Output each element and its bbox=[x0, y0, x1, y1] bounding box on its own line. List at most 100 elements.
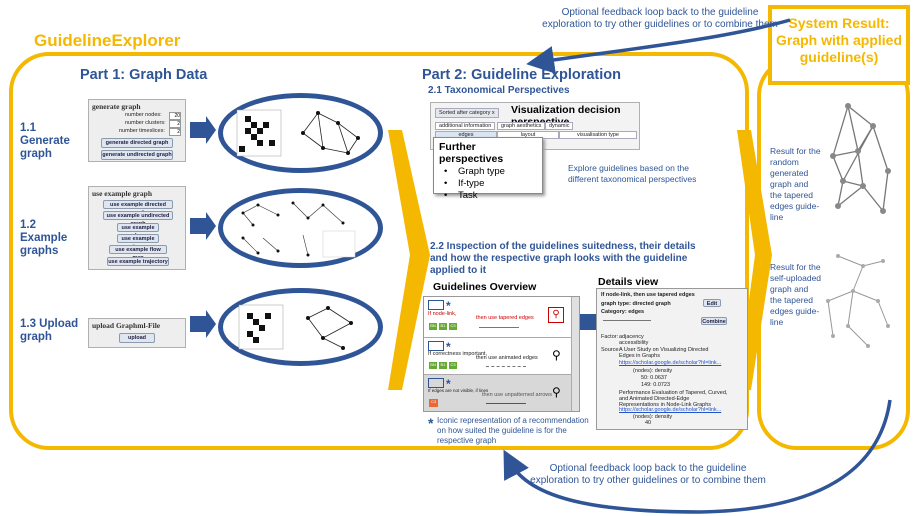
guideline-text: then use unpatterned arrows bbox=[482, 392, 553, 398]
magnifier-icon[interactable]: ⚲ bbox=[548, 307, 564, 323]
guideline-card[interactable]: * If edges are not visible, if lines the… bbox=[424, 375, 571, 411]
example-undirected-button[interactable]: use example undirected graph bbox=[103, 211, 173, 227]
system-result-box: System Result: Graph with applied guidel… bbox=[768, 5, 910, 85]
source-label: Source: bbox=[601, 347, 620, 353]
edit-button[interactable]: Edit bbox=[703, 299, 721, 307]
upload-button[interactable]: upload bbox=[119, 333, 155, 343]
generate-graph-panel: generate graph number nodes: 20 number c… bbox=[88, 99, 186, 162]
guidelines-overview-panel: * If node-link, then use tapered edges B… bbox=[423, 296, 580, 412]
metric-value: 149: 0.0723 bbox=[641, 382, 671, 388]
example-directed-button[interactable]: use example directed graph bbox=[103, 200, 173, 216]
tab-dynamic[interactable]: dynamic bbox=[545, 122, 574, 130]
suitedness-icon bbox=[428, 341, 444, 351]
further-item: • If-type bbox=[444, 178, 485, 189]
explore-description: Explore guidelines based on the differen… bbox=[568, 163, 697, 184]
generate-undirected-button[interactable]: generate undirected graph bbox=[101, 150, 173, 160]
chip: C3 bbox=[449, 323, 457, 330]
part1-to-part2-arrow bbox=[388, 130, 430, 390]
nodes-field[interactable]: 20 bbox=[169, 112, 181, 120]
step-upload-label: 1.3 Upload graph bbox=[20, 318, 79, 343]
example-flowmap-button[interactable]: use example flow map bbox=[109, 245, 167, 261]
tab-additional-info[interactable]: additional information bbox=[435, 122, 496, 130]
edge-preview bbox=[603, 320, 651, 321]
chip: C3 bbox=[449, 362, 457, 369]
field-label: number clusters: bbox=[125, 120, 166, 126]
result1-text: Result for the random generated graph an… bbox=[770, 146, 821, 222]
combine-button[interactable]: Combine bbox=[701, 317, 727, 325]
example-dag-button[interactable]: use example dag bbox=[117, 223, 159, 239]
metric-value: 50: 0.0637 bbox=[641, 375, 667, 381]
magnifier-icon[interactable]: ⚲ bbox=[552, 385, 561, 399]
upload-arrow bbox=[190, 310, 216, 338]
step-example-label: 1.2 Example graphs bbox=[20, 219, 68, 257]
taxonomical-perspectives-title: 2.1 Taxonomical Perspectives bbox=[428, 85, 570, 96]
chip: BN bbox=[429, 323, 437, 330]
inspection-title: 2.2 Inspection of the guidelines suitedn… bbox=[430, 241, 696, 276]
magnifier-icon[interactable]: ⚲ bbox=[552, 348, 561, 362]
example-panel-heading: use example graph bbox=[92, 189, 152, 198]
taxonomy-panel: Sorted after category x Visualization de… bbox=[430, 102, 640, 150]
chip: C3 bbox=[429, 399, 438, 407]
suitedness-icon bbox=[428, 378, 444, 388]
tab-visualisation-type[interactable]: visualisation type bbox=[559, 131, 637, 139]
guideline-card[interactable]: * If correctness important, then use ani… bbox=[424, 338, 571, 375]
factor-label: Factor: bbox=[601, 334, 619, 340]
footnote-text: Iconic representation of a recommendatio… bbox=[437, 416, 589, 445]
example-graphs-ellipse bbox=[218, 188, 383, 268]
result1-graph bbox=[830, 103, 891, 214]
generate-directed-button[interactable]: generate directed graph bbox=[101, 138, 173, 148]
example-trajectory-button[interactable]: use example trajectory bbox=[107, 257, 169, 266]
details-line2: graph type: directed graph bbox=[601, 301, 671, 307]
star-icon: * bbox=[446, 340, 451, 354]
footnote-star: * bbox=[428, 415, 434, 431]
part2-title: Part 2: Guideline Exploration bbox=[422, 67, 622, 83]
uploaded-graph-ellipse bbox=[218, 288, 383, 366]
example-graphs-thumbnail bbox=[241, 201, 356, 258]
example-graph-panel: use example graph use example directed g… bbox=[88, 186, 186, 270]
details-view-panel: If node-link, then use tapered edges gra… bbox=[596, 288, 748, 430]
edge-preview bbox=[479, 327, 519, 328]
upload-panel: upload Graphml-File upload bbox=[88, 318, 186, 348]
chip: B1 bbox=[439, 362, 447, 369]
feedback-top-text: Optional feedback loop back to the guide… bbox=[542, 7, 778, 30]
further-perspectives-box: Further perspectives • Graph type • If-t… bbox=[433, 137, 543, 201]
app-title: GuidelineExplorer bbox=[34, 31, 181, 50]
sort-tab-close[interactable]: x bbox=[491, 110, 495, 116]
guideline-header: If edges are not visible, if lines bbox=[428, 388, 489, 393]
feedback-top-arrow bbox=[526, 18, 791, 74]
field-label: number timeslices: bbox=[119, 128, 165, 134]
timeslices-field[interactable]: 2 bbox=[169, 128, 181, 136]
field-label: number nodes: bbox=[125, 112, 162, 118]
feedback-bottom-text: Optional feedback loop back to the guide… bbox=[530, 463, 766, 486]
guideline-text: then use animated edges bbox=[476, 355, 538, 361]
generated-graph-ellipse bbox=[218, 93, 383, 173]
example-tree-button[interactable]: use example tree bbox=[117, 234, 159, 250]
generated-graph-thumbnail bbox=[236, 109, 360, 157]
source-link[interactable]: https://scholar.google.de/scholar?hl=lin… bbox=[619, 407, 722, 413]
details-category: Category: edges bbox=[601, 309, 645, 315]
further-item: • Task bbox=[444, 190, 478, 201]
upload-panel-heading: upload Graphml-File bbox=[92, 321, 161, 330]
overview-scrollbar[interactable] bbox=[571, 297, 579, 411]
further-item: • Graph type bbox=[444, 166, 505, 177]
result2-graph bbox=[826, 254, 890, 348]
step-generate-label: 1.1 Generate graph bbox=[20, 122, 70, 160]
guideline-header: If node-link, bbox=[428, 311, 457, 317]
clusters-field[interactable]: 2 bbox=[169, 120, 181, 128]
guideline-explorer-frame bbox=[9, 52, 749, 450]
details-line1: If node-link, then use tapered edges bbox=[601, 292, 695, 298]
source-text: A User Study on Visualizing Directed Edg… bbox=[619, 347, 709, 359]
system-result-title: System Result: Graph with applied guidel… bbox=[775, 15, 902, 65]
sort-tab[interactable]: Sorted after category x bbox=[435, 108, 499, 118]
generate-arrow bbox=[190, 116, 216, 144]
guideline-card[interactable]: * If node-link, then use tapered edges B… bbox=[424, 297, 571, 338]
guideline-text: then use tapered edges bbox=[476, 315, 534, 321]
guideline-header: If correctness important, bbox=[428, 351, 487, 357]
metric-value: 40 bbox=[645, 420, 652, 426]
star-icon: * bbox=[446, 377, 451, 391]
part1-title: Part 1: Graph Data bbox=[80, 67, 208, 83]
source2-text: Performance Evaluation of Tapered, Curve… bbox=[619, 390, 728, 408]
tab-graph-aesthetics[interactable]: graph aesthetics bbox=[497, 122, 546, 130]
source-link[interactable]: https://scholar.google.de/scholar?hl=lin… bbox=[619, 360, 722, 366]
edge-preview bbox=[486, 366, 526, 367]
